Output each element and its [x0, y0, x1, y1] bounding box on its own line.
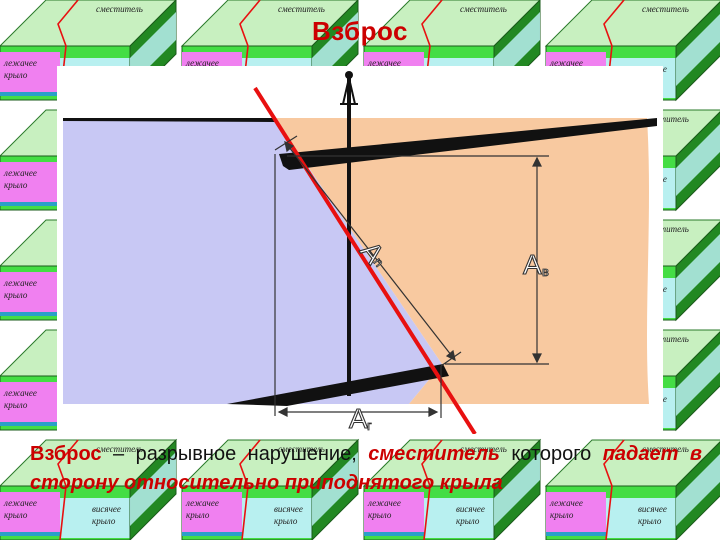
- page-title: Взброс: [312, 16, 408, 46]
- horizontal-throw-label-sub: г: [367, 418, 372, 433]
- block-label-footwall: крыло: [4, 180, 28, 190]
- background-fault-block: сместитель лежачее крыло висячее крыло: [0, 438, 178, 540]
- block-label-fault: сместитель: [460, 4, 507, 14]
- block-label-footwall: лежачее: [3, 168, 37, 178]
- block-label-fault: сместитель: [642, 224, 689, 234]
- definition-emph-rest: падает в сторону относительно приподнято…: [30, 443, 702, 494]
- block-label-fault: сместитель: [642, 334, 689, 344]
- reverse-fault-diagram: A n A в A г: [57, 66, 663, 434]
- hangingwall-block: [275, 118, 649, 404]
- block-label-hangingwall: крыло: [456, 516, 480, 526]
- dimension-lines: [274, 135, 549, 418]
- vertical-throw-label-sub: в: [542, 264, 549, 279]
- background-fault-block: сместитель лежачее крыло висячее крыло: [544, 439, 720, 540]
- block-label-fault: сместитель: [642, 114, 689, 124]
- block-label-hangingwall: висячее: [456, 504, 485, 514]
- block-label-hangingwall: висячее: [274, 504, 303, 514]
- block-label-footwall: крыло: [4, 510, 28, 520]
- block-label-footwall: крыло: [550, 510, 574, 520]
- block-label-footwall: лежачее: [549, 58, 583, 68]
- block-label-hangingwall: крыло: [638, 516, 662, 526]
- definition-text: Взброс – разрывное нарушение, сместитель…: [30, 440, 702, 498]
- block-label-footwall: лежачее: [3, 498, 37, 508]
- block-label-footwall: лежачее: [367, 58, 401, 68]
- definition-dash: – разрывное нарушение,: [101, 443, 369, 465]
- background-fault-block: сместитель лежачее крыло висячее крыло: [180, 438, 360, 540]
- block-label-footwall: крыло: [186, 510, 210, 520]
- definition-emph-fault-plane: сместитель: [368, 443, 500, 465]
- horizontal-throw-label: A: [349, 403, 368, 434]
- block-label-fault: сместитель: [642, 4, 689, 14]
- definition-term: Взброс: [30, 443, 102, 465]
- block-label-footwall: крыло: [4, 290, 28, 300]
- upper-layer: [63, 118, 657, 170]
- block-label-fault: сместитель: [642, 444, 689, 454]
- block-label-hangingwall: висячее: [92, 504, 121, 514]
- block-label-footwall: лежачее: [185, 58, 219, 68]
- block-label-fault: сместитель: [96, 444, 143, 454]
- vertical-throw-label: A: [523, 249, 542, 280]
- block-label-fault: сместитель: [278, 4, 325, 14]
- block-label-footwall: лежачее: [3, 388, 37, 398]
- block-label-fault: сместитель: [278, 444, 325, 454]
- block-label-fault: сместитель: [460, 444, 507, 454]
- block-label-footwall: лежачее: [367, 498, 401, 508]
- background-fault-block: сместитель лежачее крыло висячее крыло: [362, 438, 542, 540]
- block-label-footwall: крыло: [368, 510, 392, 520]
- block-label-footwall: лежачее: [3, 278, 37, 288]
- block-label-footwall: крыло: [4, 400, 28, 410]
- lower-layer: [227, 364, 449, 406]
- block-label-hangingwall: крыло: [274, 516, 298, 526]
- block-label-fault: сместитель: [96, 4, 143, 14]
- block-label-footwall: лежачее: [185, 498, 219, 508]
- block-label-hangingwall: висячее: [638, 504, 667, 514]
- block-label-footwall: крыло: [4, 70, 28, 80]
- block-label-hangingwall: крыло: [92, 516, 116, 526]
- definition-mid: которого: [499, 443, 603, 465]
- block-label-footwall: лежачее: [3, 58, 37, 68]
- block-label-footwall: лежачее: [549, 498, 583, 508]
